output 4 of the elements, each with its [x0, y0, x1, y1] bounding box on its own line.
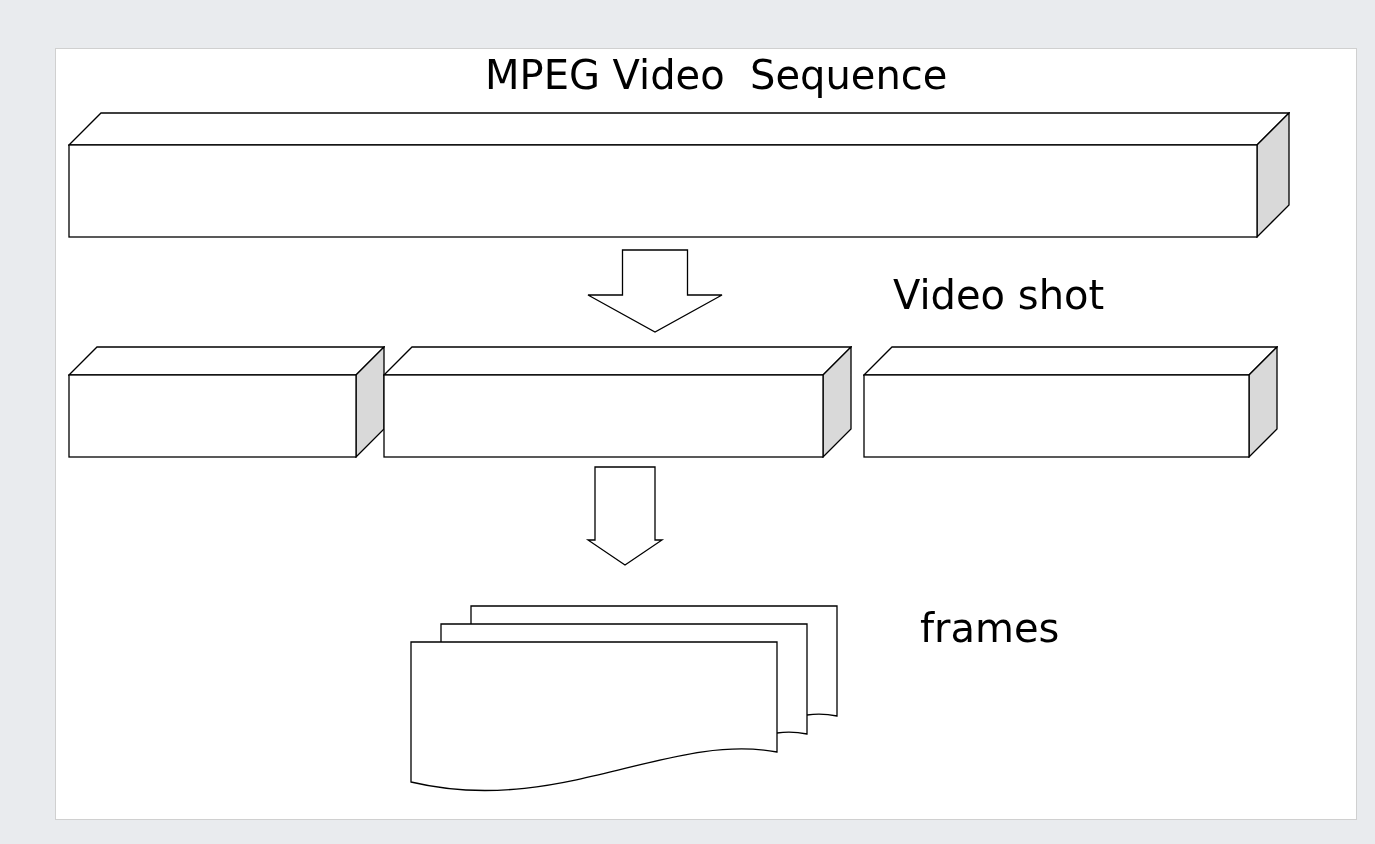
block-arrow	[587, 249, 723, 333]
level-label: Video shot	[893, 275, 1105, 315]
block-arrow	[585, 466, 665, 566]
caption-text: frames	[920, 608, 1060, 648]
